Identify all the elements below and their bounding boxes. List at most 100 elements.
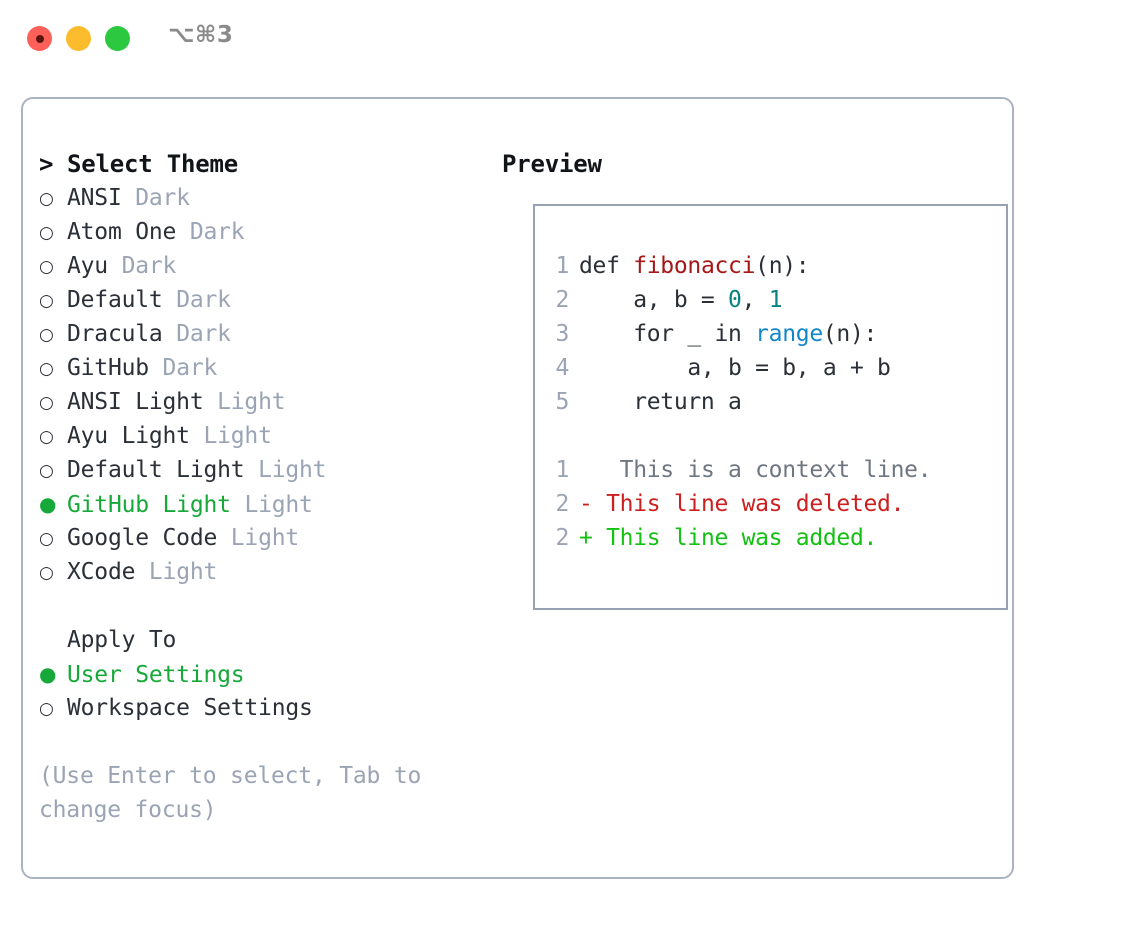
theme-list-item[interactable]: ○Atom One Dark <box>39 215 489 249</box>
keyboard-shortcut-label: ⌥⌘3 <box>168 22 234 48</box>
theme-name-label: ANSI <box>67 185 122 211</box>
line-number: 5 <box>555 389 569 415</box>
diff-sign: + <box>579 525 593 551</box>
keyboard-hint-text: (Use Enter to select, Tab to change focu… <box>39 763 435 823</box>
apply-to-item[interactable]: ○Workspace Settings <box>39 691 489 725</box>
label-spacer <box>176 219 190 245</box>
radio-unselected-icon: ○ <box>39 325 54 345</box>
radio-unselected-icon: ○ <box>39 563 54 583</box>
diff-text: This line was added. <box>592 525 878 551</box>
theme-list-item[interactable]: ○Default Dark <box>39 283 489 317</box>
code-token: (n): <box>755 253 810 279</box>
apply-to-label: User Settings <box>67 662 245 688</box>
radio-selected-icon: ● <box>39 662 57 686</box>
code-token: 0 <box>728 287 742 313</box>
title-bar: ⌥⌘3 <box>0 0 1140 78</box>
theme-variant-badge: Dark <box>176 287 231 313</box>
radio-unselected-icon: ○ <box>39 189 54 209</box>
theme-name-label: ANSI Light <box>67 389 204 415</box>
label-spacer <box>108 253 122 279</box>
theme-name-label: GitHub Light <box>67 492 231 518</box>
theme-name-label: Dracula <box>67 321 163 347</box>
diff-sign: - <box>579 491 593 517</box>
hint-gap <box>39 725 489 759</box>
theme-list-item[interactable]: ○ Dracula Dark <box>39 317 489 351</box>
theme-name-label: Atom One <box>67 219 177 245</box>
theme-variant-badge: Light <box>258 457 327 483</box>
code-line: 4 a, b = b, a + b <box>545 351 1002 385</box>
diff-text: This is a context line. <box>592 457 932 483</box>
line-number: 2 <box>555 525 569 551</box>
code-token: a, b = b, a + b <box>579 355 891 381</box>
theme-variant-badge: Dark <box>121 253 177 279</box>
theme-variant-badge: Dark <box>176 321 231 347</box>
theme-name-label: XCode <box>67 559 136 585</box>
preview-heading: Preview <box>502 150 602 178</box>
diff-text: This line was deleted. <box>592 491 905 517</box>
maximize-window-button[interactable] <box>105 26 130 51</box>
theme-variant-badge: Light <box>203 423 272 449</box>
theme-name-label: Ayu <box>67 253 108 279</box>
theme-variant-badge: Light <box>148 559 218 585</box>
code-token: 1 <box>768 287 783 313</box>
diff-line: 2- This line was deleted. <box>545 487 1002 521</box>
theme-list-item[interactable]: ○Ayu Dark <box>39 249 489 283</box>
theme-variant-badge: Dark <box>135 185 190 211</box>
label-spacer <box>163 321 177 347</box>
code-token: return a <box>579 389 742 415</box>
close-window-button[interactable] <box>27 26 52 51</box>
theme-list-item[interactable]: ●GitHub Light Light <box>39 487 489 521</box>
diff-sample-block: 1 This is a context line.2- This line wa… <box>545 453 1002 555</box>
code-line: 2 a, b = 0, 1 <box>545 283 1002 317</box>
select-theme-heading: > Select Theme <box>39 147 489 181</box>
apply-to-item[interactable]: ● User Settings <box>39 657 489 691</box>
line-number: 1 <box>555 457 569 483</box>
diff-line: 2 + This line was added. <box>545 521 1002 555</box>
code-token: a, b = <box>579 287 729 313</box>
theme-list-item[interactable]: ○ Google Code Light <box>39 521 489 555</box>
theme-list-item[interactable]: ○Ayu Light Light <box>39 419 489 453</box>
caret-icon: > <box>39 150 54 178</box>
select-theme-heading-label: Select Theme <box>67 150 238 178</box>
theme-list-item[interactable]: ○ XCode Light <box>39 555 489 589</box>
theme-list-item[interactable]: ○GitHub Dark <box>39 351 489 385</box>
theme-variant-badge: Dark <box>162 355 218 381</box>
theme-list-item[interactable]: ○ Default Light Light <box>39 453 489 487</box>
line-number: 4 <box>555 355 569 381</box>
label-spacer <box>217 525 231 551</box>
label-spacer <box>163 287 177 313</box>
code-token: for _ in <box>579 321 756 347</box>
code-token: , <box>741 287 769 313</box>
theme-variant-badge: Light <box>217 389 286 415</box>
theme-name-label: Default Light <box>67 457 245 483</box>
radio-selected-icon: ● <box>39 492 57 516</box>
code-diff-separator <box>545 419 1002 453</box>
label-spacer <box>190 423 204 449</box>
theme-name-label: Google Code <box>67 525 218 551</box>
code-token: fibonacci <box>633 253 756 279</box>
theme-list-item[interactable]: ○ANSI Light Light <box>39 385 489 419</box>
label-spacer <box>122 185 136 211</box>
code-line: 3 for _ in range(n): <box>545 317 1002 351</box>
theme-list: ○ANSI Dark○Atom One Dark○Ayu Dark○Defaul… <box>39 181 489 589</box>
list-gap <box>39 589 489 623</box>
line-number: 1 <box>555 253 569 279</box>
minimize-window-button[interactable] <box>66 26 91 51</box>
theme-name-label: GitHub <box>67 355 149 381</box>
line-number: 3 <box>555 321 569 347</box>
label-spacer <box>135 559 149 585</box>
radio-unselected-icon: ○ <box>39 529 54 549</box>
label-spacer <box>244 457 258 483</box>
radio-unselected-icon: ○ <box>39 461 54 481</box>
radio-unselected-icon: ○ <box>39 699 54 719</box>
line-number: 2 <box>555 491 569 517</box>
diff-line: 1 This is a context line. <box>545 453 1002 487</box>
code-line: 5 return a <box>545 385 1002 419</box>
theme-list-item[interactable]: ○ ANSI Dark <box>39 181 489 215</box>
apply-to-indent <box>39 623 67 657</box>
theme-variant-badge: Light <box>230 525 300 551</box>
